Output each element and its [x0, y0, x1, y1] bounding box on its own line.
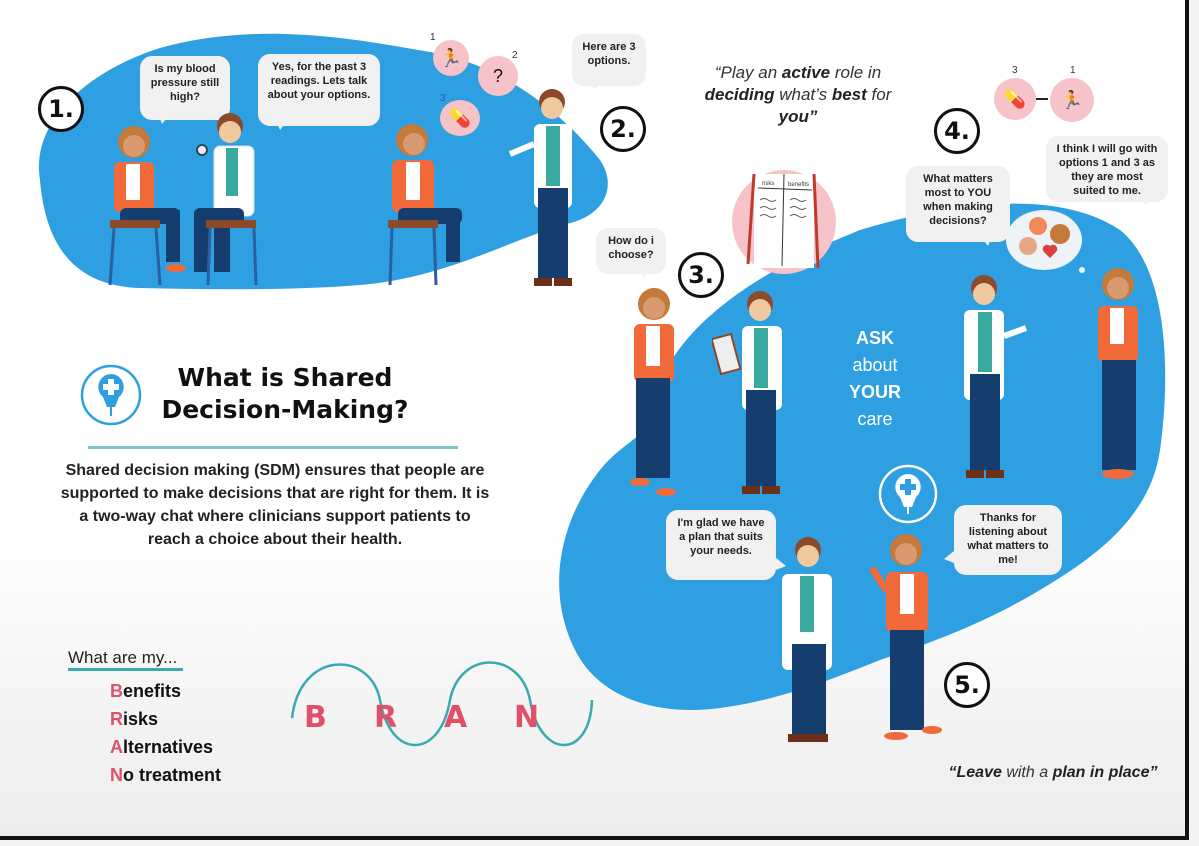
speech-bubble-clinician: Yes, for the past 3 readings. Lets talk … — [258, 54, 380, 130]
frame-border-bottom — [0, 836, 1189, 840]
bran-wave — [290, 661, 594, 747]
quote-active-role: “Play an active role in deciding what’s … — [704, 63, 892, 126]
option-1-number: 1 — [430, 32, 436, 43]
bran-item-no-treatment: No treatment — [110, 765, 222, 785]
patient-standing-figure-3 — [630, 288, 676, 496]
bran-letter-r: R — [374, 700, 398, 735]
patient-seated-figure-2 — [388, 124, 462, 286]
bran-letter-a: A — [444, 700, 468, 735]
medication-question-icon: ? — [478, 56, 518, 96]
quote-leave-with-plan: “Leave with a plan in place” — [948, 764, 1158, 781]
sdm-lightbulb-logo — [80, 364, 142, 426]
chosen-option-3-number: 3 — [1012, 65, 1018, 76]
outer-margin-bottom — [0, 840, 1199, 846]
table-header-benefits: benefits — [788, 182, 809, 188]
frame-border-right — [1185, 0, 1189, 840]
outer-margin-right — [1189, 0, 1199, 846]
step-1-badge: 1. — [38, 86, 84, 132]
exercise-person-icon: 🏃 — [1050, 78, 1094, 122]
bran-letter-b: B — [304, 700, 327, 735]
bran-list: Benefits Risks Alternatives No treatment — [110, 677, 221, 789]
option-2-number: 2 — [512, 50, 518, 61]
page-title: What is Shared Decision-Making? — [161, 363, 409, 424]
sdm-description: Shared decision making (SDM) ensures tha… — [60, 462, 490, 548]
step-5-badge: 5. — [944, 662, 990, 708]
ask-about-your-care: ASK about YOUR care — [848, 328, 901, 429]
bran-item-risks: Risks — [110, 709, 159, 729]
doctor-seated-figure — [194, 113, 258, 286]
doctor-gesturing-figure — [964, 275, 1028, 478]
bran-item-alternatives: Alternatives — [110, 737, 214, 757]
step-4-badge: 4. — [934, 108, 980, 154]
speech-bubble-how-choose: How do i choose? — [596, 228, 666, 278]
chosen-option-1-number: 1 — [1070, 65, 1076, 76]
bran-heading: What are my... — [68, 648, 184, 671]
exercise-person-icon: 🏃 — [433, 40, 469, 76]
bran-letter-n: N — [514, 700, 540, 735]
title-divider — [88, 446, 458, 449]
speech-bubble-choice: I think I will go with options 1 and 3 a… — [1046, 136, 1168, 206]
table-header-risks: risks — [762, 181, 774, 187]
doctor-standing-figure-5 — [782, 537, 832, 742]
speech-bubble-patient: Is my blood pressure still high? — [140, 56, 230, 124]
doctor-clipboard-figure — [712, 291, 782, 494]
bran-item-benefits: Benefits — [110, 681, 182, 701]
option-link-line — [1036, 98, 1048, 100]
option-3-number: 3 — [440, 93, 446, 104]
thought-bubble-family-icon — [1006, 210, 1085, 273]
speech-bubble-options: Here are 3 options. — [572, 34, 646, 90]
step-2-badge: 2. — [600, 106, 646, 152]
speech-bubble-glad-plan: I'm glad we have a plan that suits your … — [666, 510, 786, 580]
step-3-badge: 3. — [678, 252, 724, 298]
sdm-lightbulb-logo-white — [878, 464, 938, 524]
doctor-standing-figure-2 — [508, 89, 572, 286]
speech-bubble-what-matters: What matters most to YOU when making dec… — [906, 166, 1010, 246]
risks-benefits-chart-icon: risks benefits — [732, 170, 836, 274]
speech-bubble-thanks: Thanks for listening about what matters … — [944, 505, 1062, 575]
pill-capsule-icon: 💊 — [440, 100, 480, 136]
patient-thinking-figure — [1098, 268, 1138, 479]
pill-capsule-icon: 💊 — [994, 78, 1036, 120]
patient-waving-figure — [869, 534, 942, 740]
patient-seated-figure — [108, 126, 186, 286]
